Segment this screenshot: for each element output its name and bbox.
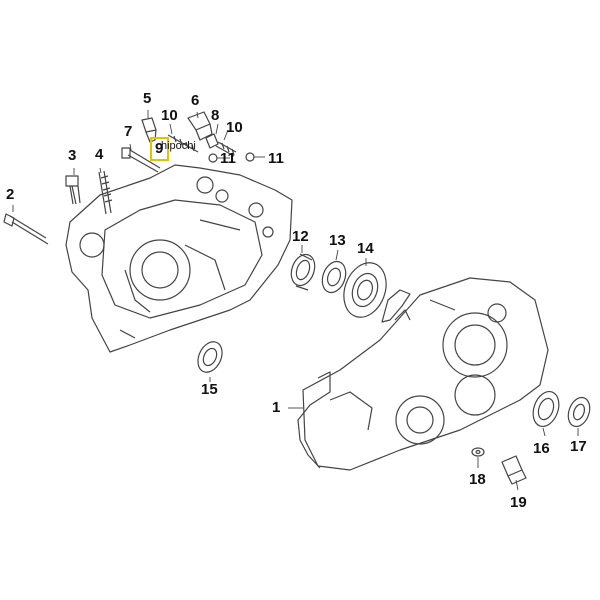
part-17-seal <box>567 396 591 428</box>
highlight-label: hipochi <box>161 140 196 152</box>
callout-19: 19 <box>510 494 527 511</box>
callout-16: 16 <box>533 440 550 457</box>
callout-7: 7 <box>124 123 133 140</box>
callout-8: 8 <box>211 107 220 124</box>
callout-4: 4 <box>95 146 104 163</box>
part-4-stud <box>98 170 113 215</box>
part-19-plug <box>501 455 527 485</box>
right-crankcase-half <box>297 277 549 471</box>
callout-10-left: 10 <box>161 107 178 124</box>
callout-5: 5 <box>143 90 152 107</box>
callout-12: 12 <box>292 228 309 245</box>
part-3-bolt <box>65 175 81 205</box>
callout-11-right: 11 <box>268 150 284 167</box>
callout-13: 13 <box>329 232 346 249</box>
callout-17: 17 <box>570 438 587 455</box>
part-2-long-bolt <box>3 213 49 245</box>
leader-lines <box>12 110 579 491</box>
callout-15: 15 <box>201 381 218 398</box>
callout-11-left: 11 <box>220 150 236 167</box>
part-6-plug <box>187 111 213 141</box>
part-16-bearing <box>532 390 560 428</box>
part-8-bolt <box>205 133 237 157</box>
callout-6: 6 <box>191 92 200 109</box>
part-18-washer <box>471 447 485 457</box>
part-7-bolt <box>121 147 161 173</box>
callout-14: 14 <box>357 240 374 257</box>
callout-3: 3 <box>68 147 77 164</box>
callout-10-right: 10 <box>226 119 243 136</box>
part-5-plug <box>141 117 157 143</box>
callout-9: 9 <box>155 140 164 157</box>
highlight-box <box>150 137 169 161</box>
callout-2: 2 <box>6 186 15 203</box>
part-14-bearing <box>343 262 387 318</box>
callout-18: 18 <box>469 471 486 488</box>
part-12-seal <box>290 253 316 291</box>
bracket <box>381 289 411 323</box>
part-15-seal <box>197 341 223 373</box>
left-crankcase-half <box>65 164 293 353</box>
part-13-seal <box>321 260 347 294</box>
callout-1: 1 <box>272 399 281 416</box>
part-10-spring-left <box>167 134 199 153</box>
